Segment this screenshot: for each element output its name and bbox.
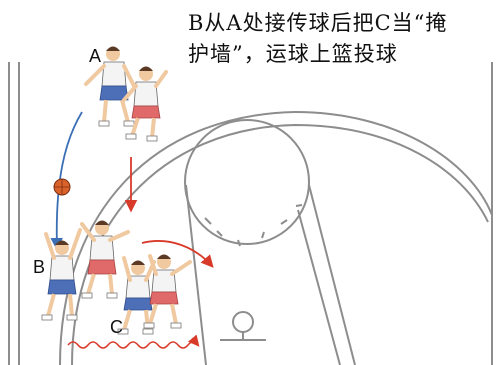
basketball xyxy=(53,178,71,196)
three-point-arc xyxy=(59,110,493,365)
player-c xyxy=(117,256,156,335)
caption-line-2: 护墙”，运球上篮投球 xyxy=(188,42,398,66)
player-teammate-top xyxy=(122,66,168,142)
lane-marks xyxy=(204,204,303,247)
drive-arrow xyxy=(141,240,214,268)
pass-arrow xyxy=(50,111,83,251)
dribble-path xyxy=(67,334,200,349)
player-c-label: C xyxy=(110,317,123,337)
lane-right-inner xyxy=(297,209,341,365)
player-b-label: B xyxy=(33,257,46,277)
lane-right xyxy=(308,184,356,365)
lane-left xyxy=(185,184,207,365)
caption: B从A处接传球后把C当“掩 护墙”，运球上篮投球 xyxy=(188,8,500,70)
player-a xyxy=(84,46,136,127)
player-a-label: A xyxy=(89,46,102,66)
player-defender-right xyxy=(143,254,192,329)
free-throw-circle xyxy=(184,119,310,245)
court-lines xyxy=(8,62,493,365)
caption-line-1: B从A处接传球后把C当“掩 xyxy=(188,11,448,35)
basket-ring xyxy=(232,311,254,333)
player-b xyxy=(41,228,82,321)
three-point-arc-inner xyxy=(71,123,489,365)
player-defender-mid xyxy=(80,220,130,299)
